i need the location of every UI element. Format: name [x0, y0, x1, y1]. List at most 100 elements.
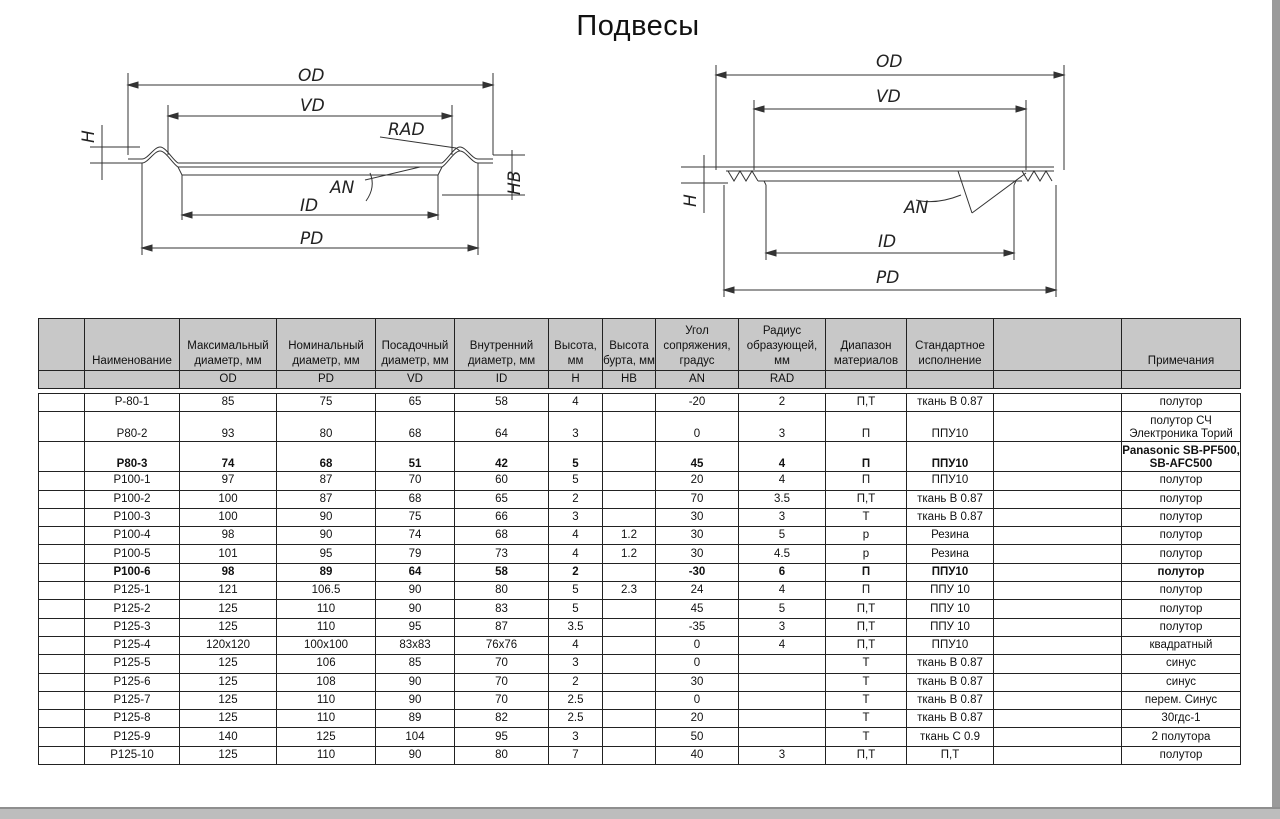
- table-cell: ППУ10: [906, 471, 994, 491]
- table-cell: 4: [548, 392, 603, 413]
- table-cell: 76x76: [454, 635, 549, 656]
- table-cell: 125: [276, 727, 376, 747]
- h-label: H: [80, 130, 99, 143]
- table-cell: ткань В 0.87: [906, 392, 994, 413]
- table-cell: P125-3: [84, 617, 180, 637]
- table-cell: 70: [375, 471, 455, 491]
- table-cell: 2.5: [548, 690, 603, 711]
- table-cell: 85: [179, 392, 277, 413]
- table-cell: 70: [655, 489, 739, 509]
- table-cell: [602, 411, 656, 443]
- od-label: OD: [298, 66, 324, 86]
- table-cell: 90: [276, 507, 376, 528]
- table-cell: 58: [454, 562, 549, 583]
- table-cell: р: [825, 526, 907, 546]
- table-cell: 87: [454, 617, 549, 637]
- table-cell: П: [825, 562, 907, 583]
- table-cell: [993, 709, 1122, 729]
- table-cell: 87: [276, 489, 376, 509]
- surround-drawing-corrugated: OD VD AN ID PD H: [681, 52, 1066, 297]
- table-cell: [602, 617, 656, 637]
- table-cell: 2: [548, 562, 603, 583]
- table-cell: [38, 441, 85, 473]
- table-cell: 0: [655, 654, 739, 674]
- table-cell: 64: [375, 562, 455, 583]
- table-cell: [993, 562, 1122, 583]
- table-cell: [38, 599, 85, 619]
- table-cell: [602, 709, 656, 729]
- table-cell: [38, 727, 85, 747]
- table-cell: 2 полутора: [1121, 727, 1241, 747]
- table-cell: [38, 709, 85, 729]
- table-cell: полутор: [1121, 544, 1241, 564]
- table-cell: 4: [738, 581, 826, 601]
- table-cell: [993, 745, 1122, 766]
- table-cell: 70: [454, 690, 549, 711]
- id-label-right: ID: [878, 232, 896, 252]
- table-cell: 70: [454, 654, 549, 674]
- column-code: ID: [454, 370, 549, 389]
- table-cell: П: [825, 581, 907, 601]
- table-cell: 2: [548, 672, 603, 692]
- table-cell: [738, 672, 826, 692]
- table-cell: 68: [454, 526, 549, 546]
- table-cell: 4: [738, 471, 826, 491]
- column-code: OD: [179, 370, 277, 389]
- table-cell: 90: [375, 672, 455, 692]
- column-code: H: [548, 370, 603, 389]
- table-cell: [602, 599, 656, 619]
- table-cell: ППУ 10: [906, 617, 994, 637]
- table-cell: 4: [738, 635, 826, 656]
- table-cell: 60: [454, 471, 549, 491]
- an-label-right: AN: [903, 198, 929, 218]
- table-cell: P100-5: [84, 544, 180, 564]
- table-cell: 90: [276, 526, 376, 546]
- table-cell: полутор: [1121, 581, 1241, 601]
- table-cell: [38, 544, 85, 564]
- table-cell: 93: [179, 411, 277, 443]
- table-cell: [993, 441, 1122, 473]
- table-cell: [38, 392, 85, 413]
- table-cell: 5: [548, 441, 603, 473]
- table-cell: 104: [375, 727, 455, 747]
- table-cell: 87: [276, 471, 376, 491]
- table-cell: P100-3: [84, 507, 180, 528]
- table-cell: 110: [276, 709, 376, 729]
- od-label-right: OD: [876, 52, 902, 72]
- rad-label: RAD: [388, 120, 425, 140]
- table-cell: P125-10: [84, 745, 180, 766]
- table-cell: 20: [655, 471, 739, 491]
- table-cell: P125-9: [84, 727, 180, 747]
- table-cell: 83x83: [375, 635, 455, 656]
- table-cell: 3.5: [738, 489, 826, 509]
- table-cell: 4.5: [738, 544, 826, 564]
- table-cell: ППУ10: [906, 562, 994, 583]
- table-cell: [993, 635, 1122, 656]
- table-cell: 5: [738, 526, 826, 546]
- vd-label: VD: [300, 96, 325, 116]
- table-cell: 125: [179, 745, 277, 766]
- table-cell: 30: [655, 507, 739, 528]
- table-cell: р: [825, 544, 907, 564]
- table-cell: 24: [655, 581, 739, 601]
- table-cell: 51: [375, 441, 455, 473]
- table-cell: П,Т: [825, 745, 907, 766]
- table-cell: 5: [548, 581, 603, 601]
- table-cell: P125-2: [84, 599, 180, 619]
- table-cell: 3: [738, 617, 826, 637]
- table-cell: 5: [738, 599, 826, 619]
- table-cell: 64: [454, 411, 549, 443]
- window-bottom-band: [0, 807, 1280, 819]
- table-cell: ткань В 0.87: [906, 709, 994, 729]
- table-cell: 2: [548, 489, 603, 509]
- table-cell: ткань С 0.9: [906, 727, 994, 747]
- table-cell: 110: [276, 690, 376, 711]
- table-cell: 30гдс-1: [1121, 709, 1241, 729]
- pd-label: PD: [300, 229, 323, 249]
